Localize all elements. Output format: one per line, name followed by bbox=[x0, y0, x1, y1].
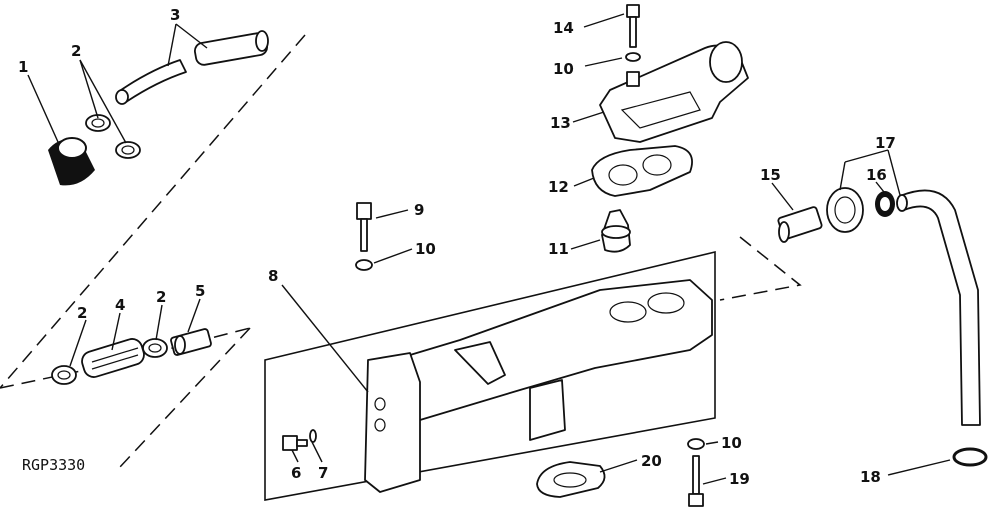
part-3-hoses bbox=[115, 30, 269, 105]
callout-12: 12 bbox=[548, 178, 569, 196]
callout-10-middle: 10 bbox=[415, 240, 436, 258]
callout-20: 20 bbox=[641, 452, 662, 470]
part-15-fitting bbox=[777, 206, 823, 243]
part-16-ring bbox=[875, 191, 895, 217]
callout-16: 16 bbox=[866, 166, 887, 184]
part-8-water-manifold bbox=[364, 279, 713, 493]
callout-18: 18 bbox=[860, 468, 881, 486]
callout-11: 11 bbox=[548, 240, 569, 258]
part-7-o-ring bbox=[309, 429, 317, 443]
leader-lines bbox=[27, 13, 951, 485]
callout-3: 3 bbox=[170, 6, 180, 24]
part-13-outlet-housing bbox=[599, 41, 749, 143]
part-17-pipe bbox=[896, 189, 981, 426]
callout-6: 6 bbox=[291, 464, 301, 482]
part-17-nut bbox=[826, 187, 864, 233]
callout-15: 15 bbox=[760, 166, 781, 184]
part-14-bolt bbox=[626, 4, 640, 48]
part-10-washer-bottom bbox=[687, 438, 705, 450]
part-2-clamp-top-b bbox=[115, 141, 141, 159]
callout-1: 1 bbox=[18, 58, 28, 76]
callout-5: 5 bbox=[195, 282, 205, 300]
callout-8: 8 bbox=[268, 267, 278, 285]
part-19-bolt bbox=[688, 455, 704, 507]
part-10-washer-top bbox=[625, 52, 641, 62]
callout-10-top: 10 bbox=[553, 60, 574, 78]
callout-19: 19 bbox=[729, 470, 750, 488]
part-18-o-ring bbox=[952, 447, 988, 467]
callout-17: 17 bbox=[875, 134, 896, 152]
part-2-clamp-top-a bbox=[85, 114, 111, 132]
part-11-thermostat bbox=[601, 209, 631, 253]
callout-14: 14 bbox=[553, 19, 574, 37]
callout-13: 13 bbox=[550, 114, 571, 132]
part-10-washer-middle bbox=[355, 259, 373, 271]
callout-4: 4 bbox=[115, 296, 125, 314]
part-9-bolt bbox=[356, 202, 372, 252]
callout-10-bottom: 10 bbox=[721, 434, 742, 452]
part-6-plug bbox=[282, 435, 308, 451]
part-2-clamp-lower-a bbox=[51, 365, 77, 385]
callout-2-top: 2 bbox=[71, 42, 81, 60]
part-1-hose-boot bbox=[48, 137, 95, 186]
part-5-fitting bbox=[170, 328, 212, 356]
callout-labels: 1 2 3 2 4 2 5 6 7 8 9 10 11 12 13 10 14 … bbox=[18, 6, 896, 488]
callout-2-lower-left: 2 bbox=[77, 304, 87, 322]
part-2-clamp-lower-b bbox=[142, 338, 168, 358]
figure-id: RGP3330 bbox=[22, 456, 85, 474]
part-20-gasket bbox=[536, 461, 606, 498]
callout-7: 7 bbox=[318, 464, 328, 482]
callout-9: 9 bbox=[414, 201, 424, 219]
base-plate bbox=[264, 250, 716, 501]
callout-2-lower-right: 2 bbox=[156, 288, 166, 306]
part-12-gasket bbox=[591, 145, 693, 197]
